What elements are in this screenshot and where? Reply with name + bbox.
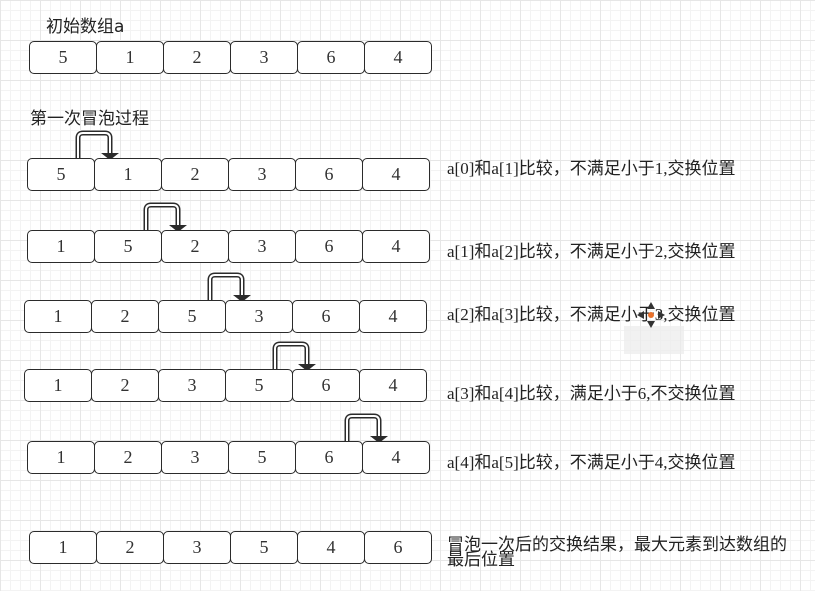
step-2-note: a[1]和a[2]比较，不满足小于2,交换位置 (447, 242, 736, 261)
array-cell: 6 (295, 441, 363, 474)
swap-arrow-icon (207, 272, 251, 302)
step-3-row: 1 2 5 3 6 4 (24, 300, 428, 333)
array-cell: 2 (91, 300, 159, 333)
array-cell: 1 (27, 230, 95, 263)
array-cell: 6 (295, 230, 363, 263)
array-cell: 4 (362, 158, 430, 191)
array-cell: 4 (359, 369, 427, 402)
array-cell: 3 (161, 441, 229, 474)
array-cell: 2 (163, 41, 231, 74)
array-cell: 1 (94, 158, 162, 191)
array-cell: 6 (364, 531, 432, 564)
array-cell: 1 (29, 531, 97, 564)
array-cell: 3 (228, 230, 296, 263)
array-cell: 2 (161, 158, 229, 191)
swap-arrow-icon (74, 130, 119, 160)
array-cell: 6 (297, 41, 365, 74)
result-row: 1 2 3 5 4 6 (29, 531, 433, 564)
swap-arrow-icon (143, 202, 187, 232)
step-2-row: 1 5 2 3 6 4 (27, 230, 431, 263)
result-note-line2: 最后位置 (447, 550, 515, 569)
array-cell: 6 (292, 369, 360, 402)
array-cell: 6 (292, 300, 360, 333)
array-cell: 5 (94, 230, 162, 263)
array-cell: 4 (362, 230, 430, 263)
pass-title: 第一次冒泡过程 (30, 109, 149, 129)
array-cell: 1 (27, 441, 95, 474)
step-3-note: a[2]和a[3]比较，不满足小于3,交换位置 (447, 305, 736, 324)
array-cell: 5 (228, 441, 296, 474)
array-cell: 1 (96, 41, 164, 74)
step-1-note: a[0]和a[1]比较，不满足小于1,交换位置 (447, 159, 736, 178)
swap-arrow-icon (344, 413, 388, 443)
array-cell: 4 (364, 41, 432, 74)
array-cell: 4 (362, 441, 430, 474)
array-cell: 3 (230, 41, 298, 74)
array-cell: 2 (94, 441, 162, 474)
move-cursor-icon (637, 302, 665, 328)
step-5-row: 1 2 3 5 6 4 (27, 441, 431, 474)
result-note-line1: 冒泡一次后的交换结果，最大元素到达数组的 (447, 535, 787, 554)
array-cell: 5 (230, 531, 298, 564)
array-cell: 5 (225, 369, 293, 402)
step-5-note: a[4]和a[5]比较，不满足小于4,交换位置 (447, 453, 736, 472)
array-cell: 3 (228, 158, 296, 191)
step-1-row: 5 1 2 3 6 4 (27, 158, 431, 191)
array-cell: 4 (297, 531, 365, 564)
array-cell: 3 (163, 531, 231, 564)
array-cell: 5 (158, 300, 226, 333)
initial-array-row: 5 1 2 3 6 4 (29, 41, 433, 74)
initial-array-title: 初始数组a (46, 17, 125, 37)
array-cell: 3 (158, 369, 226, 402)
array-cell: 3 (225, 300, 293, 333)
array-cell: 6 (295, 158, 363, 191)
drag-ghost (624, 326, 684, 354)
array-cell: 1 (24, 300, 92, 333)
step-4-row: 1 2 3 5 6 4 (24, 369, 428, 402)
array-cell: 1 (24, 369, 92, 402)
swap-arrow-icon (272, 341, 316, 371)
array-cell: 5 (27, 158, 95, 191)
array-cell: 2 (91, 369, 159, 402)
array-cell: 5 (29, 41, 97, 74)
array-cell: 2 (96, 531, 164, 564)
array-cell: 2 (161, 230, 229, 263)
step-4-note: a[3]和a[4]比较，满足小于6,不交换位置 (447, 384, 736, 403)
array-cell: 4 (359, 300, 427, 333)
